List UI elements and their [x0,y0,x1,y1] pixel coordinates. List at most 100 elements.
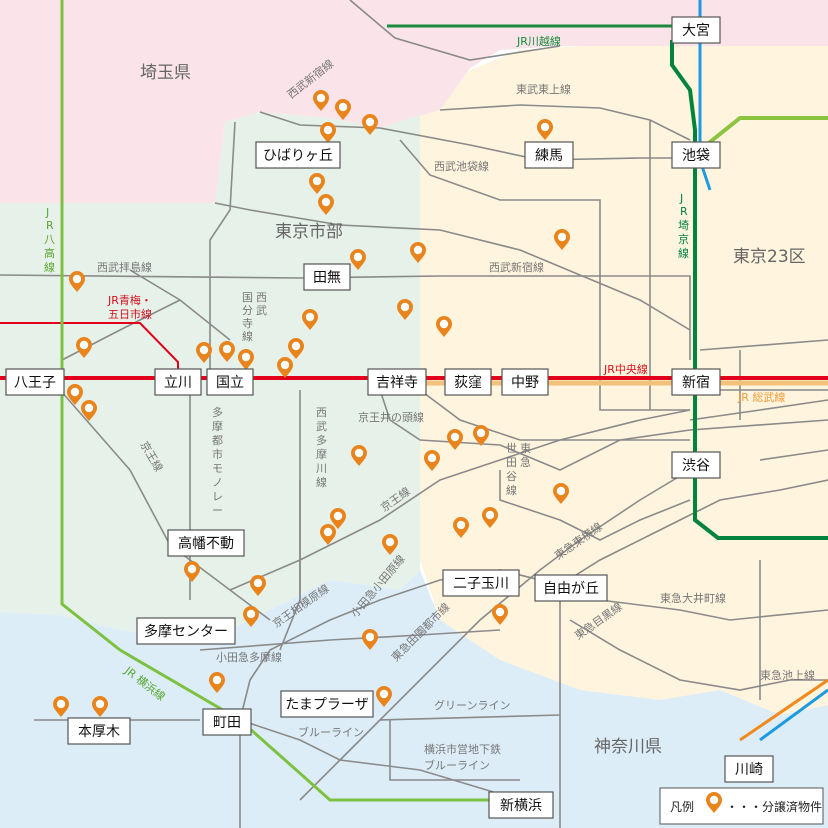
svg-text:J: J [679,192,683,205]
svg-text:線: 線 [242,329,253,343]
station-label: 大宮 [682,23,710,39]
station-tama-plaza[interactable]: たまプラーザ [280,690,374,718]
station-ikebukuro[interactable]: 池袋 [671,141,721,169]
svg-text:川: 川 [316,462,327,475]
svg-text:西: 西 [256,291,267,304]
orange-location-pin-icon [76,337,92,358]
region-saitama: 埼玉県 [140,63,191,83]
label-seibu-tamagawa: 西 武 多 摩 川 線 [316,406,327,489]
station-jiyugaoka[interactable]: 自由が丘 [534,574,608,602]
orange-location-pin-icon [453,517,469,538]
orange-location-pin-icon [424,450,440,471]
orange-location-pin-icon [309,173,325,194]
orange-location-pin-icon [67,384,83,405]
station-shin-yokohama[interactable]: 新横浜 [488,791,554,819]
station-omiya[interactable]: 大宮 [671,16,721,44]
orange-location-pin-icon [492,604,508,625]
svg-text:多: 多 [316,433,327,447]
orange-location-pin-icon [313,90,329,111]
svg-text:線: 線 [506,483,517,497]
label-seibu-kokubunji: 西 武 国 分 寺 線 [242,291,267,343]
svg-text:谷: 谷 [506,470,517,483]
label-jr-ome-2: 五日市線 [108,307,152,321]
label-jr-hachiko: J R 八 高 線 [44,206,55,274]
station-hon-atsugi[interactable]: 本厚木 [67,717,131,745]
station-label: 吉祥寺 [376,375,418,391]
label-green-line: グリーンライン [434,698,510,712]
svg-text:八: 八 [44,233,55,246]
orange-location-pin-icon [318,194,334,215]
orange-location-pin-icon [320,524,336,545]
label-jr-chuo: JR中央線 [603,362,648,376]
station-takahata-fudo[interactable]: 高幡不動 [167,529,245,557]
svg-text:摩: 摩 [212,419,223,433]
station-label: 川崎 [735,762,763,778]
station-nerima[interactable]: 練馬 [524,141,574,169]
station-tachikawa[interactable]: 立川 [154,368,202,396]
label-tobu-tojo: 東武東上線 [516,82,571,96]
svg-text:国: 国 [242,291,253,304]
svg-text:市: 市 [212,447,223,461]
station-kunitachi[interactable]: 国立 [206,368,254,396]
orange-location-pin-icon [362,629,378,650]
station-label: 二子玉川 [453,576,509,592]
label-jr-kawagoe: JR川越線 [516,34,561,48]
station-tama-center[interactable]: 多摩センター [136,617,236,645]
legend-label: 凡例 [670,800,694,814]
station-label: 新宿 [682,374,710,391]
station-machida[interactable]: 町田 [202,708,252,736]
station-label: 高幡不動 [178,535,234,552]
orange-location-pin-icon [436,316,452,337]
label-keio-inokashira: 京王井の頭線 [358,410,424,424]
label-tama-monorail: 多 摩 都 市 モ ノ レ ー [212,405,223,517]
svg-text:寺: 寺 [242,317,253,330]
orange-location-pin-icon [350,249,366,270]
station-tanashi[interactable]: 田無 [303,263,351,291]
svg-text:線: 線 [316,475,327,489]
orange-location-pin-icon [447,429,463,450]
station-hachioji[interactable]: 八王子 [5,368,65,396]
legend-item: ・・・分譲済物件 [726,799,822,814]
svg-text:多: 多 [212,405,223,419]
station-kawasaki[interactable]: 川崎 [724,755,774,783]
station-ogikubo[interactable]: 荻窪 [444,368,492,396]
orange-location-pin-icon [410,242,426,263]
svg-text:R: R [680,205,688,218]
station-label: 八王子 [14,375,56,391]
svg-text:J: J [45,206,49,219]
station-label: 池袋 [682,148,710,164]
orange-location-pin-icon [397,299,413,320]
label-seibu-haijima: 西武拝島線 [97,260,152,274]
station-kichijoji[interactable]: 吉祥寺 [367,368,427,396]
kanagawa-area [0,570,828,828]
station-shibuya[interactable]: 渋谷 [671,451,721,479]
orange-location-pin-icon [238,349,254,370]
station-label: 新横浜 [500,798,542,814]
orange-location-pin-icon [69,271,85,292]
label-blue-line: ブルーライン [298,725,364,739]
orange-location-pin-icon [473,425,489,446]
orange-location-pin-icon [209,672,225,693]
orange-location-pin-icon [81,400,97,421]
orange-location-pin-icon [362,114,378,135]
station-label: 田無 [313,270,341,286]
station-hibarigaoka[interactable]: ひばりヶ丘 [255,141,341,169]
orange-location-pin-icon [250,575,266,596]
orange-location-pin-icon [184,561,200,582]
station-label: 町田 [213,715,241,731]
station-label: 立川 [164,375,192,391]
station-label: 中野 [511,375,539,391]
station-label: ひばりヶ丘 [263,148,333,164]
station-shinjuku[interactable]: 新宿 [671,368,721,396]
region-kanagawa: 神奈川県 [594,737,662,757]
orange-location-pin-icon [277,357,293,378]
station-futako-tamagawa[interactable]: 二子玉川 [442,569,520,597]
orange-location-pin-icon [382,534,398,555]
station-label: 本厚木 [78,724,120,740]
label-odakyu-tama: 小田急多摩線 [216,650,282,664]
svg-text:武: 武 [316,420,327,433]
svg-text:レ: レ [212,490,223,503]
station-nakano[interactable]: 中野 [501,368,549,396]
orange-location-pin-icon [302,309,318,330]
